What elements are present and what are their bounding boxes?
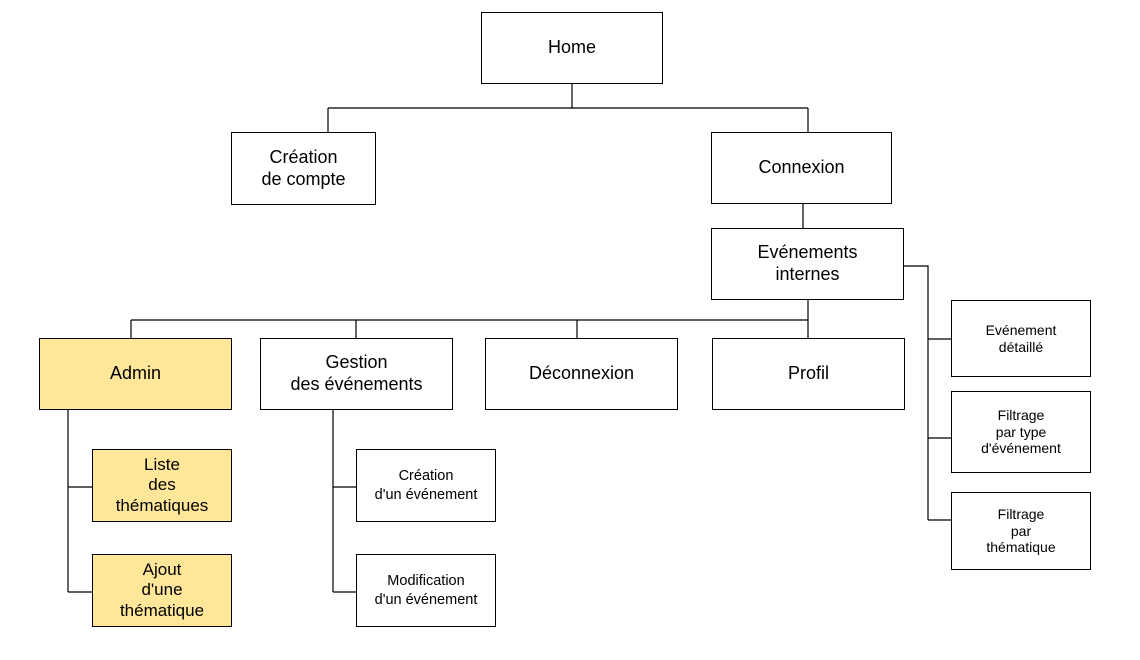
node-profil: Profil bbox=[712, 338, 905, 410]
node-creation-evenement: Création d'un événement bbox=[356, 449, 496, 522]
node-home: Home bbox=[481, 12, 663, 84]
node-liste-thematiques: Liste des thématiques bbox=[92, 449, 232, 522]
node-filtrage-thematique: Filtrage par thématique bbox=[951, 492, 1091, 570]
connector-home bbox=[327, 84, 809, 132]
connector-evenements bbox=[130, 300, 809, 338]
connector-right bbox=[904, 265, 951, 521]
node-evenement-detaille: Evénement détaillé bbox=[951, 300, 1091, 377]
connector-admin bbox=[67, 410, 92, 593]
node-gestion-evenements: Gestion des événements bbox=[260, 338, 453, 410]
connector-gestion bbox=[332, 410, 356, 593]
node-admin: Admin bbox=[39, 338, 232, 410]
node-ajout-thematique: Ajout d'une thématique bbox=[92, 554, 232, 627]
node-connexion: Connexion bbox=[711, 132, 892, 204]
node-creation-compte: Création de compte bbox=[231, 132, 376, 205]
node-filtrage-type: Filtrage par type d'événement bbox=[951, 391, 1091, 473]
node-modification-evenement: Modification d'un événement bbox=[356, 554, 496, 627]
node-evenements-internes: Evénements internes bbox=[711, 228, 904, 300]
node-deconnexion: Déconnexion bbox=[485, 338, 678, 410]
